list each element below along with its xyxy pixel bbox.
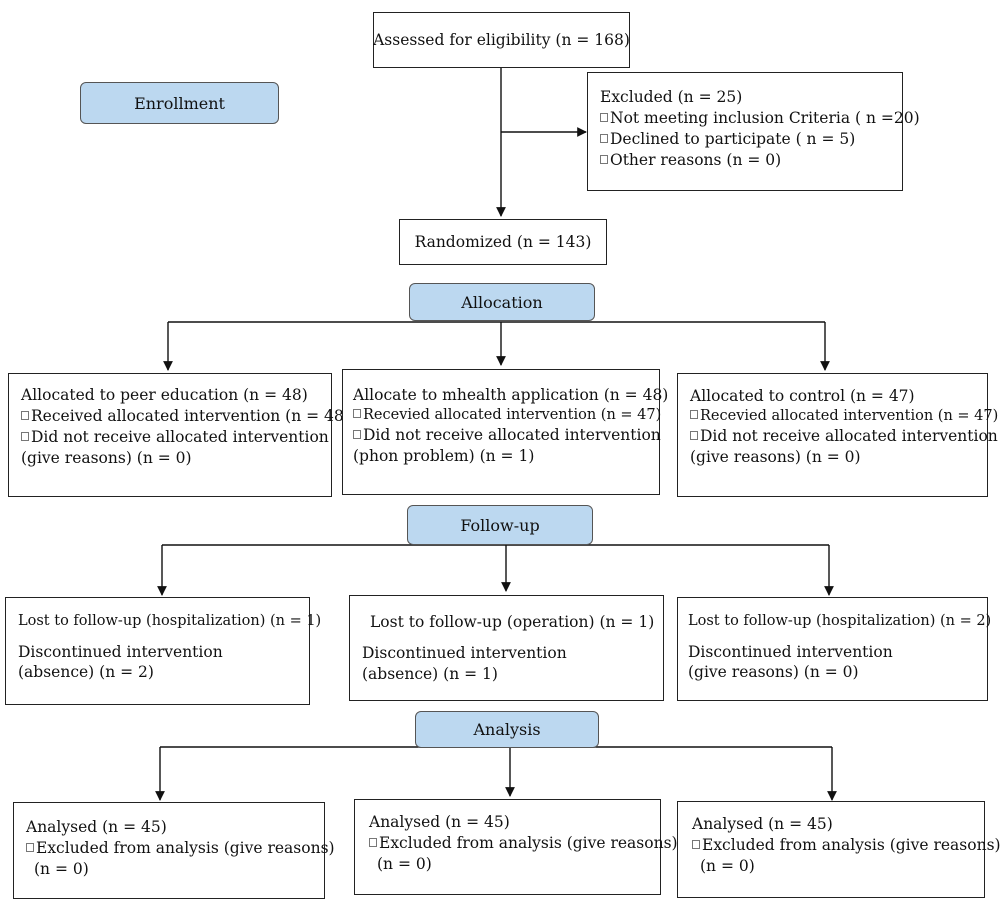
followup-box-control: Lost to follow-up (hospitalization) (n =…	[677, 597, 992, 701]
stage-allocation: Allocation	[409, 283, 595, 321]
stage-allocation-label: Allocation	[461, 292, 543, 312]
checkbox-icon	[353, 430, 361, 440]
followup-box-peer-education: Lost to follow-up (hospitalization) (n =…	[5, 597, 322, 705]
followup-lost: Lost to follow-up (operation) (n = 1)	[370, 613, 655, 631]
analysis-excluded: Excluded from analysis (give reasons)	[702, 835, 1000, 854]
assessed-text: Assessed for eligibility (n = 168)	[373, 30, 630, 49]
randomized-box: Randomized (n = 143)	[399, 219, 607, 265]
checkbox-icon	[600, 154, 608, 164]
stage-analysis-label: Analysis	[473, 720, 541, 739]
analysis-box-mhealth: Analysed (n = 45) Excluded from analysis…	[354, 799, 678, 895]
excluded-item: Other reasons (n = 0)	[610, 150, 782, 169]
analysis-excluded: Excluded from analysis (give reasons)	[379, 833, 678, 852]
followup-box-mhealth: Lost to follow-up (operation) (n = 1) Di…	[349, 595, 664, 701]
excluded-item: Declined to participate ( n = 5)	[610, 129, 856, 148]
allocation-received: Received allocated intervention (n = 48)	[31, 406, 350, 425]
analysis-count: (n = 0)	[377, 854, 432, 873]
assessed-box: Assessed for eligibility (n = 168)	[373, 12, 630, 68]
followup-reason: (absence) (n = 2)	[18, 663, 154, 682]
followup-lost: Lost to follow-up (hospitalization) (n =…	[688, 613, 992, 629]
allocation-box-control: Allocated to control (n = 47) Recevied a…	[677, 373, 998, 497]
analysis-box-peer-education: Analysed (n = 45) Excluded from analysis…	[13, 802, 335, 899]
analysis-analysed: Analysed (n = 45)	[369, 813, 510, 831]
followup-reason: (absence) (n = 1)	[362, 664, 498, 683]
checkbox-icon	[353, 408, 361, 418]
checkbox-icon	[600, 112, 608, 122]
randomized-text: Randomized (n = 143)	[414, 232, 592, 251]
followup-reason: (give reasons) (n = 0)	[688, 663, 859, 682]
analysis-excluded: Excluded from analysis (give reasons)	[36, 838, 335, 857]
checkbox-icon	[690, 431, 698, 441]
allocation-not-received: Did not receive allocated intervention	[700, 427, 998, 446]
excluded-item: Not meeting inclusion Criteria ( n =20)	[610, 108, 920, 127]
allocation-box-mhealth: Allocate to mhealth application (n = 48)…	[342, 369, 669, 495]
analysis-analysed: Analysed (n = 45)	[692, 815, 833, 833]
analysis-box-control: Analysed (n = 45) Excluded from analysis…	[677, 801, 1000, 898]
checkbox-icon	[692, 839, 700, 849]
analysis-count: (n = 0)	[34, 859, 89, 878]
excluded-box: Excluded (n = 25) Not meeting inclusion …	[587, 72, 920, 191]
allocation-title: Allocated to peer education (n = 48)	[21, 386, 308, 404]
stage-enrollment-label: Enrollment	[134, 93, 225, 113]
followup-discontinued: Discontinued intervention	[688, 642, 893, 661]
checkbox-icon	[369, 837, 377, 847]
stage-analysis: Analysis	[415, 711, 599, 748]
stage-enrollment: Enrollment	[80, 82, 279, 124]
stage-followup-label: Follow-up	[460, 515, 540, 535]
allocation-reason: (give reasons) (n = 0)	[690, 448, 861, 467]
allocation-not-received: Did not receive allocated intervention	[31, 427, 329, 446]
allocation-title: Allocated to control (n = 47)	[690, 387, 915, 405]
allocation-reason: (phon problem) (n = 1)	[353, 447, 535, 466]
checkbox-icon	[26, 842, 34, 852]
allocation-reason: (give reasons) (n = 0)	[21, 448, 192, 467]
stage-followup: Follow-up	[407, 505, 593, 545]
analysis-analysed: Analysed (n = 45)	[26, 818, 167, 836]
checkbox-icon	[21, 410, 29, 420]
followup-discontinued: Discontinued intervention	[18, 642, 223, 661]
checkbox-icon	[600, 133, 608, 143]
followup-discontinued: Discontinued intervention	[362, 643, 567, 662]
checkbox-icon	[690, 409, 698, 419]
allocation-box-peer-education: Allocated to peer education (n = 48) Rec…	[8, 373, 350, 497]
allocation-received: Recevied allocated intervention (n = 47)	[363, 406, 662, 423]
followup-lost: Lost to follow-up (hospitalization) (n =…	[18, 613, 322, 629]
allocation-title: Allocate to mhealth application (n = 48)	[353, 386, 669, 404]
allocation-received: Recevied allocated intervention (n = 47)	[700, 407, 999, 424]
allocation-not-received: Did not receive allocated intervention	[363, 426, 661, 445]
excluded-title: Excluded (n = 25)	[600, 88, 743, 106]
checkbox-icon	[21, 431, 29, 441]
analysis-count: (n = 0)	[700, 856, 755, 875]
